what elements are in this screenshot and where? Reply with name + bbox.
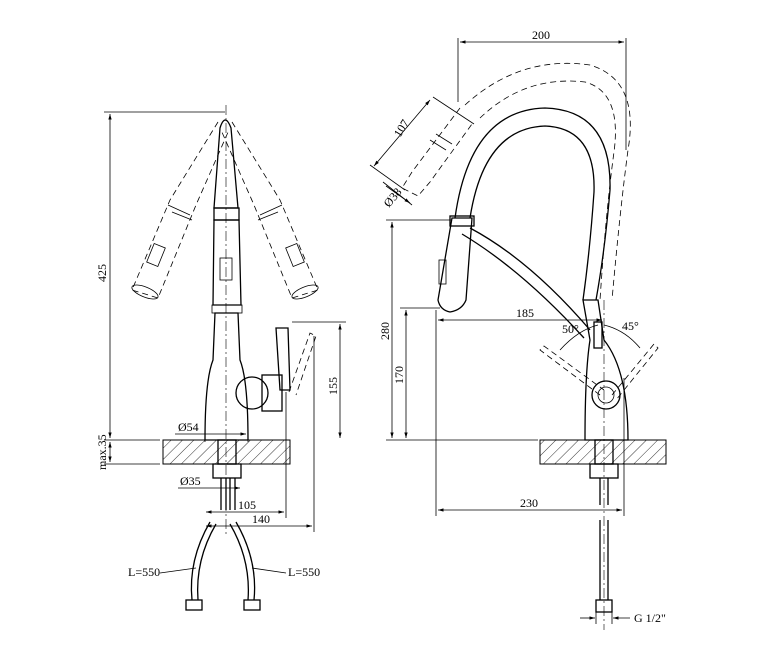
front-right-ghost-head	[220, 121, 319, 300]
side-pullout-hose	[461, 227, 591, 339]
front-collar	[213, 207, 240, 221]
side-spray-button	[438, 259, 447, 285]
front-countertop	[162, 439, 291, 465]
side-spray-collar	[449, 215, 475, 227]
dim-outlet-height: 280	[378, 322, 392, 340]
front-handle-cap	[261, 374, 283, 412]
side-body	[582, 299, 629, 441]
front-shank	[217, 439, 237, 465]
side-spray-head	[437, 217, 473, 313]
dim-outlet-reach: 185	[516, 306, 534, 320]
dim-total-reach: 230	[520, 496, 538, 510]
dim-thread-diameter: Ø35	[180, 474, 201, 488]
front-spout-tube	[213, 119, 239, 209]
front-handle-lever-dashed	[288, 332, 317, 396]
dim-base-width: 140	[252, 512, 270, 526]
front-hose-fitting-right	[243, 599, 261, 611]
front-body	[204, 312, 249, 441]
front-view: 425 max.35 Ø54 Ø35 155 105 140 L=550 L=5…	[95, 105, 346, 611]
front-nozzle	[211, 304, 243, 314]
dim-head-length: 107	[391, 117, 412, 140]
front-handle-lever	[275, 327, 291, 391]
side-ghost-head	[401, 107, 473, 197]
side-spout-outer	[454, 107, 611, 301]
front-nut	[212, 463, 242, 479]
label-hose-left: L=550	[128, 565, 160, 579]
dim-max-thickness: max.35	[95, 434, 109, 470]
front-hose-left	[220, 478, 227, 510]
dim-spout-reach-top: 200	[532, 28, 550, 42]
dim-handle-height: 155	[326, 377, 340, 395]
side-view: 200 107 Ø38 280 170 185 50° 45° 230	[369, 28, 667, 630]
front-left-ghost-head	[131, 121, 230, 300]
front-hose-fitting-left	[185, 599, 203, 611]
front-flex-hose-right	[229, 521, 256, 601]
side-handle-ghost-right	[611, 343, 659, 401]
front-handle-hub	[235, 376, 269, 410]
dim-spout-diameter: Ø54	[178, 420, 199, 434]
dim-angle-right: 45°	[622, 319, 639, 333]
side-handle-stem	[593, 321, 603, 349]
label-hose-right: L=550	[288, 565, 320, 579]
side-hose	[599, 478, 609, 505]
dim-head-diameter: Ø38	[381, 185, 405, 210]
side-spout-ghost	[464, 62, 631, 301]
front-spray-head	[212, 219, 242, 306]
dim-handle-reach: 105	[238, 498, 256, 512]
side-spout-inner	[469, 125, 595, 301]
front-hose-right	[229, 478, 236, 510]
dim-height-total: 425	[95, 264, 109, 282]
dim-angle-left: 50°	[562, 322, 579, 336]
side-flex-hose	[599, 520, 609, 600]
side-countertop	[539, 439, 667, 465]
front-flex-hose-left	[190, 521, 217, 601]
side-handle-hub	[591, 380, 621, 410]
dim-handle-height-side: 170	[392, 366, 406, 384]
dim-connection-thread: G 1/2"	[634, 611, 666, 625]
